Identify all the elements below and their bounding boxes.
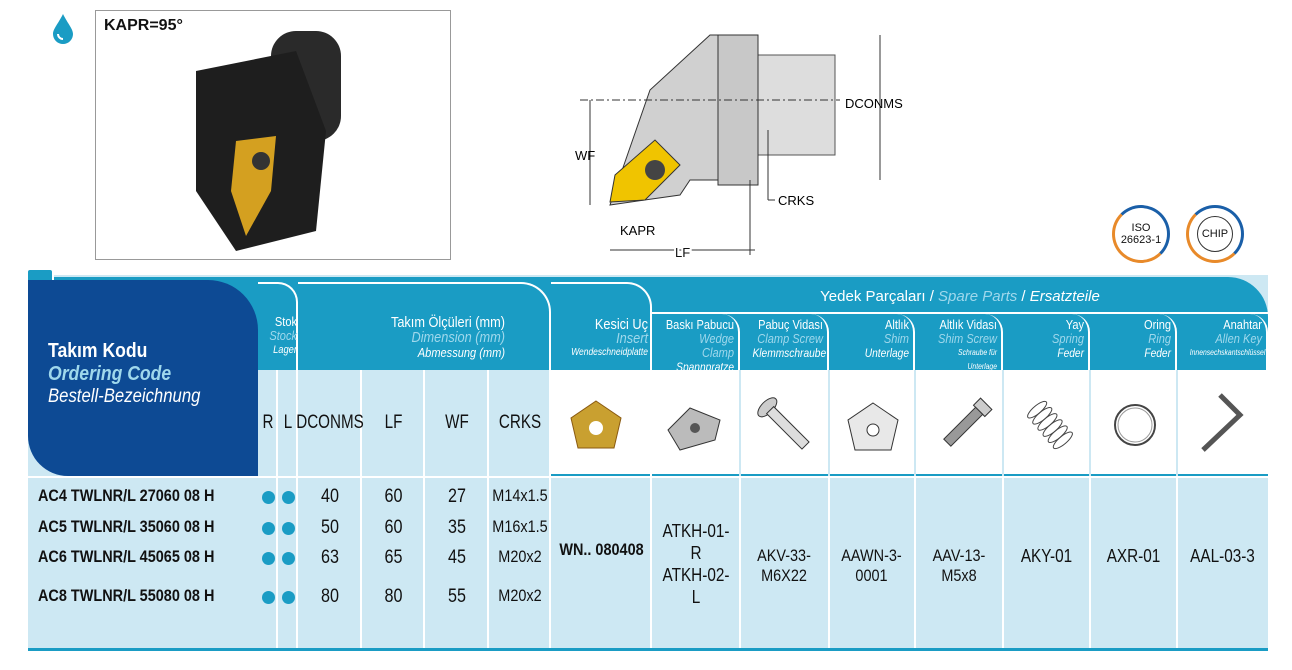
ordering-code: AC6 TWLNR/L 45065 08 H — [38, 547, 215, 566]
code-header-tr: Takım Kodu — [48, 340, 148, 362]
lf-label: LF — [675, 245, 690, 260]
code-header-de: Bestell-Bezeichnung — [48, 386, 201, 407]
shim-screw-code: AAV-13-M5x8 — [932, 546, 986, 585]
wf-value: 55 — [448, 586, 466, 607]
ordering-code-header: Takım Kodu Ordering Code Bestell-Bezeich… — [28, 280, 258, 476]
col-dconms: DCONMS — [296, 411, 364, 433]
wf-value: 35 — [448, 517, 466, 538]
wf-value: 45 — [448, 547, 466, 568]
dconms-value: 50 — [321, 517, 339, 538]
ring-code: AXR-01 — [1106, 546, 1161, 566]
clamp-screw-image — [757, 397, 810, 450]
dimension-diagram: DCONMS WF CRKS KAPR LF — [575, 34, 903, 262]
dimension-header: Takım Ölçüleri (mm)Dimension (mm)Abmessu… — [390, 314, 505, 360]
dconms-value: 63 — [321, 547, 339, 568]
clamp-screw-code: AKV-33-M6X22 — [757, 546, 811, 585]
crks-value: M20x2 — [498, 586, 542, 605]
crks-value: M14x1.5 — [492, 486, 548, 505]
lf-value: 60 — [384, 486, 403, 507]
badge-text: CHIP — [1197, 216, 1233, 252]
stock-r-dot — [262, 552, 275, 565]
wf-label: WF — [575, 148, 595, 163]
stock-l-dot — [282, 591, 295, 604]
kapr-diagram-label: KAPR — [620, 223, 655, 238]
col-lf: LF — [384, 411, 403, 433]
dconms-label: DCONMS — [845, 96, 903, 111]
stock-r-dot — [262, 591, 275, 604]
spring-image — [1027, 400, 1073, 450]
spare-parts-header: Yedek Parçaları / Spare Parts / Ersatzte… — [820, 288, 1100, 305]
spring-code: AKY-01 — [1020, 546, 1073, 566]
insert-code: WN.. 080408 — [559, 540, 644, 559]
badge-text: ISO — [1131, 222, 1151, 234]
shim-code: AAWN-3-0001 — [841, 546, 902, 585]
stock-l-dot — [282, 491, 295, 504]
insert-image — [570, 400, 622, 449]
ordering-code: AC4 TWLNR/L 27060 08 H — [38, 486, 215, 505]
col-wf: WF — [445, 411, 469, 433]
ordering-code: AC5 TWLNR/L 35060 08 H — [38, 517, 215, 536]
col-l: L — [283, 411, 293, 433]
chip-badge: CHIP — [1186, 205, 1244, 263]
stock-r-dot — [262, 522, 275, 535]
allen-key-image — [1201, 393, 1244, 452]
dconms-value: 80 — [321, 586, 339, 607]
product-photo: KAPR=95° — [95, 10, 451, 260]
ordering-code: AC8 TWLNR/L 55080 08 H — [38, 586, 215, 605]
crks-value: M20x2 — [498, 547, 542, 566]
o-ring-image — [1114, 404, 1156, 446]
stock-l-dot — [282, 522, 295, 535]
badge-text: 26623-1 — [1120, 234, 1162, 246]
crks-label: CRKS — [778, 193, 814, 208]
col-r: R — [262, 411, 274, 433]
coolant-drop-icon — [53, 14, 73, 44]
lf-value: 80 — [384, 586, 403, 607]
shim-image — [847, 402, 899, 451]
crks-value: M16x1.5 — [492, 517, 548, 536]
kapr-label: KAPR=95° — [104, 17, 183, 34]
tool-holder-image — [196, 31, 341, 251]
stock-r-dot — [262, 491, 275, 504]
stock-l-dot — [282, 552, 295, 565]
shim-screw-image — [943, 397, 993, 447]
wf-value: 27 — [448, 486, 466, 507]
code-header-en: Ordering Code — [48, 363, 172, 385]
col-crks: CRKS — [498, 411, 542, 433]
lf-value: 65 — [384, 547, 403, 568]
dconms-value: 40 — [321, 486, 339, 507]
allen-key-code: AAL-03-3 — [1190, 546, 1255, 566]
wedge-clamp-image — [667, 407, 721, 451]
lf-value: 60 — [384, 517, 403, 538]
